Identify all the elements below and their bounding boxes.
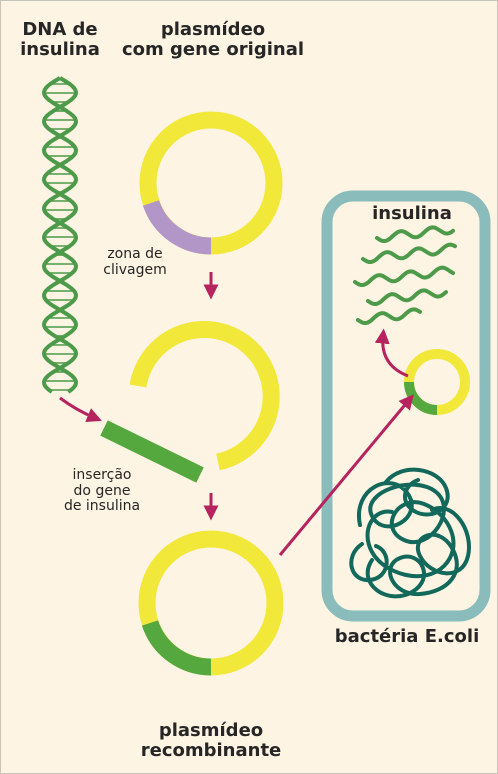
opened-plasmid (138, 329, 271, 462)
insulin-chain-1 (377, 227, 453, 241)
recombinant-plasmid-label: plasmídeo recombinante (124, 721, 298, 761)
bacterial-chromosome (351, 470, 469, 597)
bacterial-plasmid (409, 354, 465, 410)
cleavage-zone-label: zona de clivagem (90, 247, 180, 278)
original-plasmid (148, 120, 274, 246)
recombinant-plasmid (147, 539, 275, 667)
arrow-dna-to-gene (60, 398, 95, 418)
insulin-protein-chains (355, 227, 455, 323)
bacteria-label: bactéria E.coli (332, 627, 482, 647)
bacterial-plasmid-gene (409, 382, 437, 410)
plasmid-original-label: plasmídeo com gene original (118, 20, 308, 60)
insulin-chain-2 (363, 245, 455, 262)
arrow-plasmid-to-insulin (383, 336, 408, 376)
insulin-chain-4 (368, 290, 446, 304)
gene-insertion-label: inserção do gene de insulina (52, 468, 152, 515)
dna-double-helix (44, 78, 76, 392)
cleavage-zone-segment (151, 203, 211, 246)
dna-insulina-label: DNA de insulina (14, 20, 106, 60)
insulin-chain-3 (355, 268, 453, 285)
inserted-gene-segment (150, 623, 211, 667)
insulin-label: insulina (362, 204, 462, 224)
insulin-chain-5 (358, 309, 420, 323)
